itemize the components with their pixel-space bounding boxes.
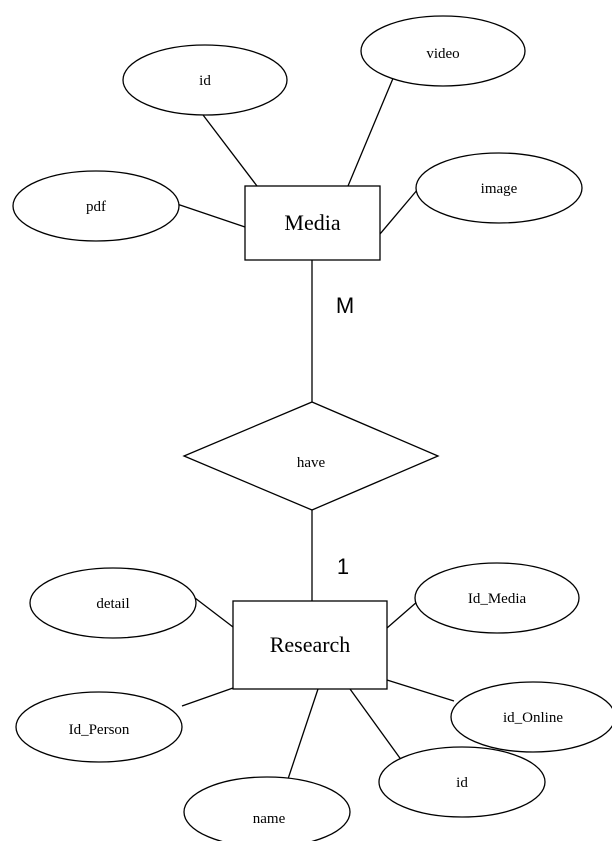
line-research-detail	[194, 597, 234, 628]
attribute-research-id-person-label: Id_Person	[69, 722, 130, 738]
attribute-research-name-label: name	[253, 811, 286, 827]
have-relationship-label: have	[297, 455, 326, 471]
line-media-id	[199, 110, 258, 187]
line-research-idmedia	[386, 600, 419, 629]
line-research-idperson	[181, 687, 234, 707]
research-entity-label: Research	[270, 632, 351, 657]
attribute-research-id-person: Id_Person	[15, 691, 183, 763]
line-media-video	[347, 75, 395, 187]
media-entity-label: Media	[284, 210, 340, 235]
attribute-research-id-online: id_Online	[450, 681, 612, 753]
attribute-media-image: image	[415, 152, 583, 224]
attribute-research-detail: detail	[29, 567, 197, 639]
research-entity-box	[232, 600, 388, 690]
connector-lines	[176, 75, 455, 780]
attribute-research-id-online-label: id_Online	[503, 710, 563, 726]
cardinality-research: 1	[337, 554, 349, 579]
line-research-name	[287, 688, 319, 780]
attribute-research-detail-label: detail	[96, 596, 129, 612]
attribute-media-pdf: pdf	[12, 170, 180, 242]
attribute-media-video-label: video	[426, 46, 459, 62]
attribute-research-id-media-label: Id_Media	[468, 591, 527, 607]
attribute-media-pdf-label: pdf	[86, 199, 106, 215]
have-relationship-diamond	[182, 401, 440, 511]
attribute-research-id-label: id	[456, 775, 468, 791]
media-entity-box	[244, 185, 381, 261]
attribute-media-image-label: image	[481, 181, 518, 197]
attribute-media-video: video	[360, 15, 526, 87]
attribute-media-id: id	[122, 44, 288, 116]
line-media-image	[379, 188, 419, 235]
attribute-research-id-media: Id_Media	[414, 562, 580, 634]
attribute-research-name: name	[183, 776, 351, 841]
attribute-media-id-label: id	[199, 73, 211, 89]
cardinality-media: M	[336, 293, 354, 318]
line-research-idonline	[386, 679, 455, 702]
line-media-pdf	[176, 203, 246, 228]
attribute-research-id: id	[378, 746, 546, 818]
